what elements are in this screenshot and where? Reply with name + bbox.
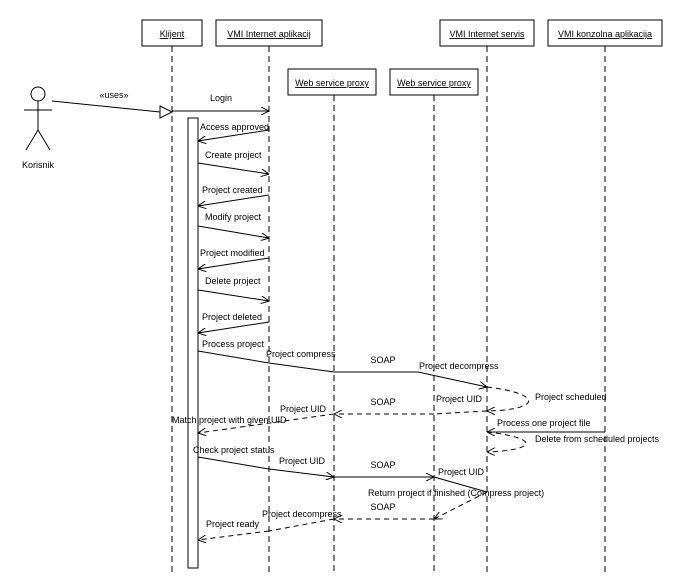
message-label: Delete project xyxy=(205,276,261,286)
message-label: Project UID xyxy=(279,456,326,466)
participant-label: Web service proxy xyxy=(397,78,471,88)
message-modify-project xyxy=(197,225,269,238)
message-check-status xyxy=(197,456,270,470)
message-label: Project created xyxy=(202,185,263,195)
message-project-decompress-1 xyxy=(417,371,487,387)
message-project-scheduled xyxy=(487,386,530,411)
message-process-project xyxy=(197,350,270,364)
participant-label: VMI Internet servis xyxy=(449,29,525,39)
message-label: Project compress xyxy=(266,349,336,359)
message-label: Access approved xyxy=(200,122,269,132)
message-label: Modify project xyxy=(205,212,262,222)
participant-klijent: Klijent xyxy=(141,19,203,47)
participant-vmi-app: VMI Internet aplikacij xyxy=(215,19,323,47)
message-match-project xyxy=(198,413,335,433)
message-create-project xyxy=(197,162,269,174)
message-label: Process project xyxy=(202,339,265,349)
message-label: Project decompress xyxy=(262,509,342,519)
uses-label: «uses» xyxy=(99,90,128,100)
message-label: Return project if finished (Compress pro… xyxy=(368,488,544,498)
message-label: Process one project file xyxy=(497,418,591,428)
message-label: Project UID xyxy=(438,467,485,477)
message-label: SOAP xyxy=(370,397,395,407)
message-soap-2 xyxy=(433,410,488,415)
message-label: Login xyxy=(210,93,232,103)
message-label: Project scheduled xyxy=(535,392,607,402)
message-label: SOAP xyxy=(370,460,395,470)
activation-bar xyxy=(187,117,199,569)
message-label: SOAP xyxy=(370,502,395,512)
message-project-deleted xyxy=(198,321,270,333)
message-project-decompress-2 xyxy=(268,518,335,532)
actor-label: Korisnik xyxy=(22,160,55,170)
message-label: Project UID xyxy=(280,404,327,414)
message-label: Project modified xyxy=(200,248,265,258)
message-project-compress xyxy=(268,362,335,373)
message-label: Project UID xyxy=(436,394,483,404)
participant-label: Web service proxy xyxy=(295,78,369,88)
participant-label: VMI Internet aplikacij xyxy=(227,29,311,39)
message-delete-project xyxy=(197,289,269,301)
message-label: Project decompress xyxy=(419,361,499,371)
message-project-ready xyxy=(198,530,270,540)
actor-korisnik: Korisnik xyxy=(22,86,55,170)
message-label: Project deleted xyxy=(202,312,262,322)
message-delete-scheduled xyxy=(487,431,527,452)
message-project-uid-3 xyxy=(268,468,334,477)
message-label: Delete from scheduled projects xyxy=(535,434,660,444)
message-label: Project ready xyxy=(206,519,260,529)
message-label: Match project with given UID xyxy=(172,415,287,425)
participant-label: Klijent xyxy=(160,29,185,39)
participant-proxy1: Web service proxy xyxy=(287,68,377,96)
uses-association: «uses» xyxy=(51,90,174,119)
message-project-uid-4 xyxy=(433,476,488,493)
participant-vmi-servis: VMI Internet servis xyxy=(439,19,535,47)
message-project-modified xyxy=(198,257,270,269)
participant-vmi-konzola: VMI konzolna aplikacija xyxy=(547,19,663,47)
message-label: Check project status xyxy=(193,445,275,455)
participant-proxy2: Web service proxy xyxy=(389,68,479,96)
participant-label: VMI konzolna aplikacija xyxy=(558,29,652,39)
message-access-approved xyxy=(198,129,270,141)
message-label: Create project xyxy=(205,150,262,160)
message-label: SOAP xyxy=(370,355,395,365)
message-return-project xyxy=(434,491,488,519)
message-project-created xyxy=(198,194,270,206)
